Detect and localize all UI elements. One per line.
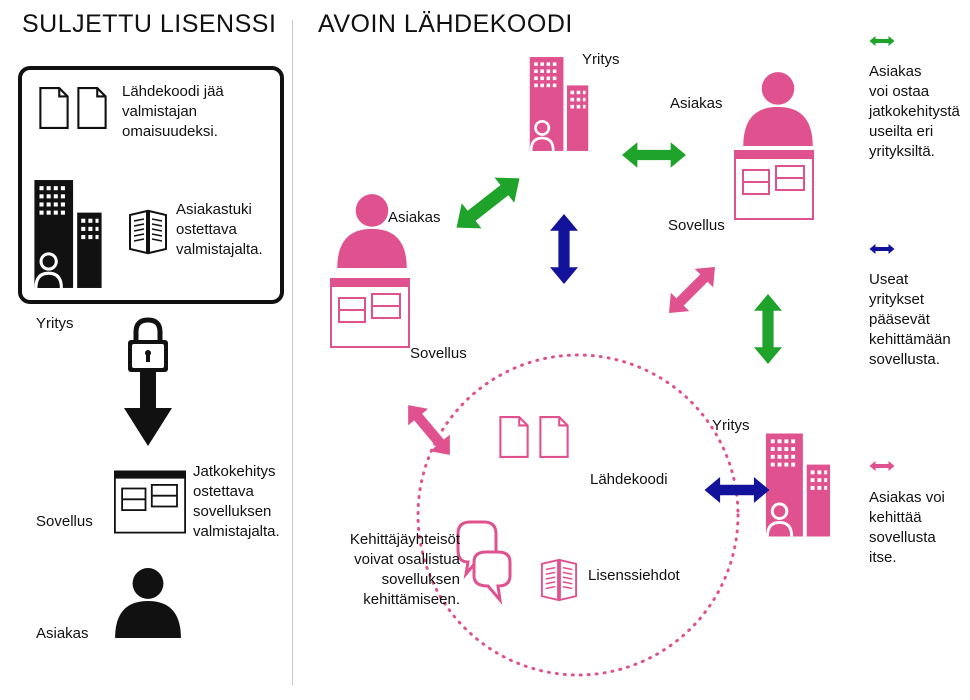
padlock-icon bbox=[128, 317, 168, 372]
pink-double-arrow-icon bbox=[869, 461, 895, 471]
documents-icon bbox=[39, 87, 107, 129]
left-app-window-icon bbox=[330, 277, 410, 349]
blue-arrow-source-company bbox=[704, 477, 770, 503]
legend-pink-text: Asiakas voi kehittää sovellusta itse. bbox=[869, 489, 945, 566]
section-divider bbox=[292, 20, 293, 685]
right-application-label: Sovellus bbox=[668, 217, 725, 234]
app-window-icon bbox=[114, 470, 186, 534]
legend-blue-text: Useat yritykset pääsevät kehittämään sov… bbox=[869, 271, 951, 368]
right-app-window-icon bbox=[734, 150, 814, 220]
closed-development-text: Jatkokehitys ostettava sovelluksen valmi… bbox=[193, 463, 280, 540]
arrow-down-icon bbox=[124, 372, 172, 446]
license-manual-icon bbox=[540, 559, 578, 601]
closed-application-label: Sovellus bbox=[36, 513, 93, 530]
green-arrow-app-company bbox=[754, 294, 782, 364]
top-company-building-icon bbox=[529, 57, 589, 151]
right-customer-person-icon bbox=[743, 72, 813, 146]
closed-customer-label: Asiakas bbox=[36, 625, 89, 642]
open-source-title: AVOIN LÄHDEKOODI bbox=[318, 10, 573, 38]
right-customer-label: Asiakas bbox=[670, 95, 723, 112]
green-arrow-company-customer bbox=[622, 142, 686, 168]
bottom-company-building-icon bbox=[765, 433, 831, 537]
pink-arrow-app-center bbox=[659, 257, 725, 323]
source-code-label: Lähdekoodi bbox=[590, 471, 668, 488]
closed-source-ownership-text: Lähdekoodi jää valmistajan omaisuudeksi. bbox=[122, 83, 224, 140]
left-application-label: Sovellus bbox=[410, 345, 467, 362]
chat-bubbles-icon bbox=[456, 520, 512, 605]
bottom-company-label: Yritys bbox=[712, 417, 750, 434]
pink-arrow-app-community bbox=[398, 396, 460, 464]
license-terms-label: Lisenssiehdot bbox=[588, 567, 680, 584]
community-circle bbox=[416, 353, 740, 677]
left-customer-label: Asiakas bbox=[388, 209, 441, 226]
closed-support-text: Asiakastuki ostettava valmistajalta. bbox=[176, 201, 263, 258]
closed-license-box bbox=[18, 66, 284, 304]
manual-icon bbox=[128, 209, 168, 255]
closed-company-label: Yritys bbox=[36, 315, 74, 332]
community-text: Kehittäjäyhteisöt voivat osallistua sove… bbox=[349, 531, 460, 608]
closed-license-title: SULJETTU LISENSSI bbox=[22, 10, 277, 38]
blue-arrow-vertical bbox=[550, 214, 578, 284]
green-double-arrow-icon bbox=[869, 36, 895, 46]
blue-double-arrow-icon bbox=[869, 244, 895, 254]
person-icon bbox=[115, 568, 181, 638]
legend-green-text: Asiakas voi ostaa jatkokehitystä useilta… bbox=[869, 63, 960, 160]
source-code-documents-icon bbox=[499, 416, 569, 458]
left-customer-person-icon bbox=[337, 194, 407, 268]
top-company-label: Yritys bbox=[582, 51, 620, 68]
building-icon bbox=[34, 180, 102, 288]
green-arrow-customer-company bbox=[446, 165, 530, 241]
